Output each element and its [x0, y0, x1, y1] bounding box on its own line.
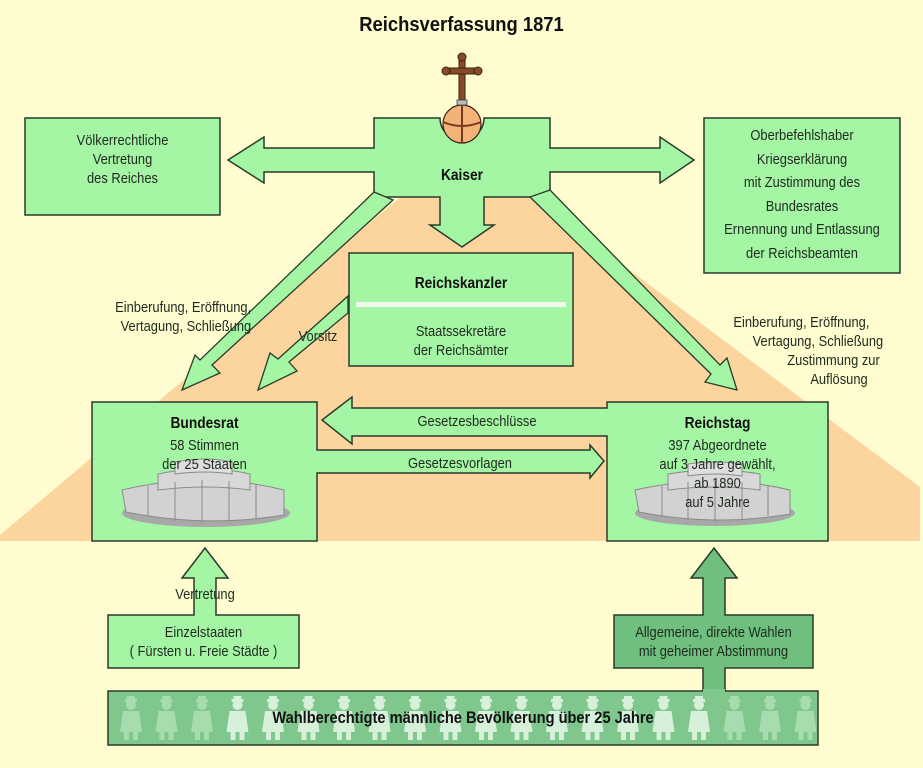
- man-figure-icon: [226, 696, 249, 740]
- population-label: Wahlberechtigte männliche Bevölkerung üb…: [272, 708, 654, 727]
- man-figure-icon: [120, 696, 142, 740]
- right-powers-line: Vertagung, Schließung: [752, 333, 883, 350]
- right-box-line: Bundesrates: [765, 197, 839, 215]
- man-figure-icon: [794, 696, 817, 740]
- reichskanzler-line: der Reichsämter: [413, 342, 509, 359]
- kaiser-label: Kaiser: [440, 167, 484, 184]
- right-powers-line: Einberufung, Eröffnung,: [733, 314, 870, 331]
- bundesrat-seats-icon: [121, 458, 290, 527]
- right-box-line: Kriegserklärung: [756, 150, 848, 168]
- vertretung-label: Vertretung: [175, 586, 235, 603]
- man-figure-icon: [333, 696, 355, 740]
- right-box-text: Oberbefehlshaber Kriegserklärung mit Zus…: [718, 124, 887, 265]
- einzelstaaten-text: Einzelstaaten ( Fürsten u. Freie Städte …: [121, 623, 285, 661]
- man-figure-icon: [368, 696, 391, 740]
- left-box-line: des Reiches: [86, 170, 158, 187]
- bundesrat-line: 58 Stimmen: [170, 437, 239, 454]
- reichskanzler-line: Staatssekretäre: [415, 323, 507, 340]
- left-powers-line: Vertagung, Schließung: [120, 318, 252, 335]
- wahlen-box: [613, 546, 814, 691]
- left-box-line: Vertretung: [92, 151, 153, 168]
- right-powers-line: Auflösung: [810, 371, 868, 388]
- man-figure-icon: [688, 696, 710, 740]
- reichskanzler-divider: [356, 302, 566, 307]
- bundesrat-text: 58 Stimmen der 25 Staaten: [108, 436, 302, 474]
- einzelstaaten-line: ( Fürsten u. Freie Städte ): [129, 643, 278, 660]
- man-figure-icon: [475, 696, 497, 740]
- reichstag-title: Reichstag: [684, 415, 751, 432]
- einzelstaaten-box: [107, 546, 300, 669]
- man-figure-icon: [581, 696, 604, 740]
- man-figure-icon: [262, 696, 284, 740]
- reichsapfel-orb-icon: [441, 52, 483, 144]
- right-box-line: der Reichsbeamten: [746, 244, 858, 262]
- man-figure-icon: [510, 696, 533, 740]
- left-box: [24, 117, 221, 216]
- arrow-kaiser-to-bundesrat: [180, 191, 395, 392]
- right-powers-line: Zustimmung zur: [787, 352, 880, 369]
- left-powers-label: Einberufung, Eröffnung, Vertagung, Schli…: [115, 298, 251, 336]
- wahlen-line: mit geheimer Abstimmung: [638, 643, 789, 660]
- right-box: [703, 117, 901, 274]
- left-powers-line: Einberufung, Eröffnung,: [114, 299, 251, 316]
- reichstag-line: auf 3 Jahre gewählt,: [659, 456, 776, 473]
- page-title: Reichsverfassung 1871: [359, 14, 564, 36]
- reichskanzler-box: [348, 252, 574, 367]
- reichstag-line: ab 1890: [694, 475, 741, 492]
- reichskanzler-title: Reichskanzler: [414, 275, 508, 292]
- reichstag-line: 397 Abgeordnete: [668, 437, 767, 454]
- wahlen-text: Allgemeine, direkte Wahlen mit geheimer …: [628, 623, 799, 661]
- man-figure-icon: [617, 696, 639, 740]
- left-box-text: Völkerrechtliche Vertretung des Reiches: [39, 131, 207, 188]
- man-figure-icon: [297, 696, 320, 740]
- arrow-kaiser-to-reichstag: [528, 189, 738, 391]
- man-figure-icon: [155, 696, 178, 740]
- vorsitz-label: Vorsitz: [298, 328, 338, 345]
- wahlen-line: Allgemeine, direkte Wahlen: [635, 624, 792, 641]
- man-figure-icon: [759, 696, 781, 740]
- man-figure-icon: [191, 696, 213, 740]
- bundesrat-title: Bundesrat: [170, 415, 239, 432]
- gesetzesvorlagen-label: Gesetzesvorlagen: [408, 455, 512, 472]
- right-box-line: Ernennung und Entlassung: [724, 221, 880, 238]
- right-powers-label: Einberufung, Eröffnung, Vertagung, Schli…: [733, 313, 883, 389]
- population-figures: [120, 696, 817, 740]
- reichstag-line: auf 5 Jahre: [685, 494, 750, 511]
- bundesrat-line: der 25 Staaten: [162, 456, 247, 473]
- gesetzesbeschluesse-label: Gesetzesbeschlüsse: [417, 413, 537, 430]
- right-box-line: Oberbefehlshaber: [750, 127, 854, 144]
- right-box-line: mit Zustimmung des: [743, 174, 861, 191]
- man-figure-icon: [723, 696, 746, 740]
- man-figure-icon: [404, 696, 426, 740]
- man-figure-icon: [439, 696, 462, 740]
- arrow-vorsitz: [256, 294, 349, 392]
- reichstag-text: 397 Abgeordnete auf 3 Jahre gewählt, ab …: [622, 436, 812, 512]
- reichskanzler-text: Staatssekretäre der Reichsämter: [365, 322, 558, 360]
- man-figure-icon: [652, 696, 675, 740]
- man-figure-icon: [546, 696, 568, 740]
- left-box-line: Völkerrechtliche: [76, 132, 169, 149]
- einzelstaaten-line: Einzelstaaten: [164, 624, 243, 641]
- reichstag-seats-icon: [634, 461, 795, 526]
